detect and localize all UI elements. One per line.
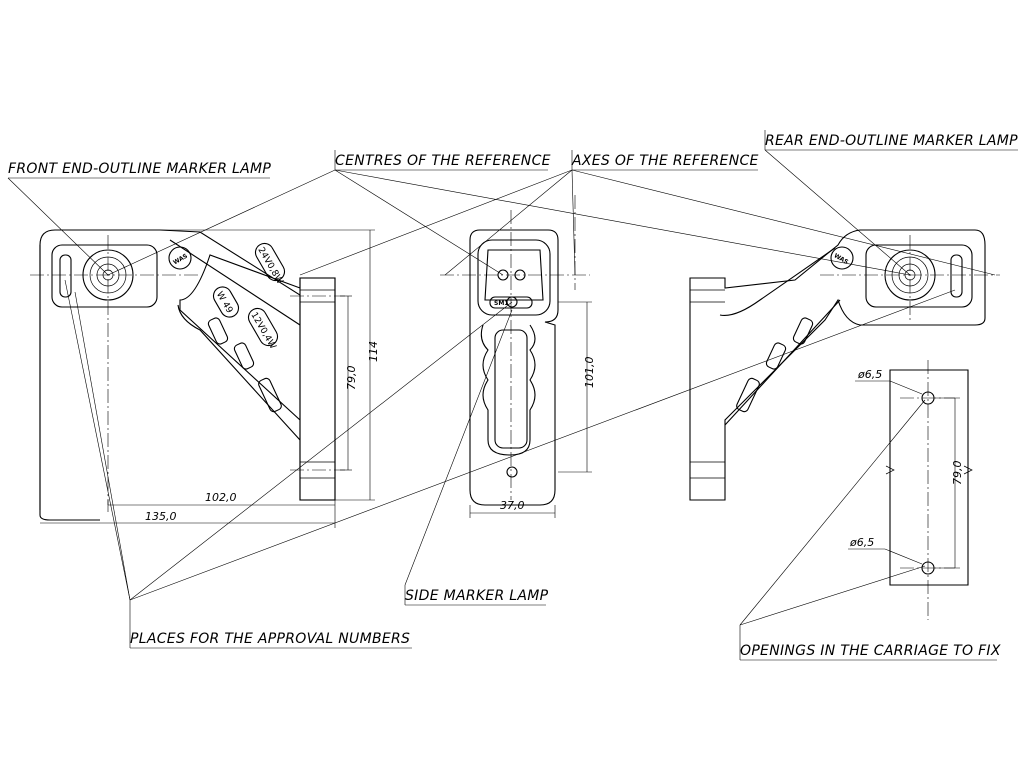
label-rear-lamp: REAR END-OUTLINE MARKER LAMP: [765, 133, 1018, 149]
dim-135: 135,0: [145, 510, 177, 523]
dim-114: 114: [367, 341, 380, 362]
dia-top: ø6,5: [857, 368, 882, 381]
dia-bottom: ø6,5: [849, 536, 874, 549]
dim-79-left: 79,0: [345, 366, 358, 391]
side-code-marking: SM1: [494, 300, 508, 307]
dim-37: 37,0: [500, 499, 525, 512]
labels: FRONT END-OUTLINE MARKER LAMP CENTRES OF…: [8, 130, 1018, 661]
side-lamp-view: SM1 37,0 101,0: [440, 195, 596, 518]
label-centres: CENTRES OF THE REFERENCE: [335, 153, 551, 169]
leader-lines: [7, 149, 996, 626]
label-approval: PLACES FOR THE APPROVAL NUMBERS: [130, 631, 410, 647]
front-lamp-view: WAS 24V0,8W 12V0,4W W 49 102,0: [30, 229, 380, 528]
label-axes: AXES OF THE REFERENCE: [571, 153, 759, 169]
voltage-24v-marking: 24V0,8W: [255, 246, 284, 286]
openings-detail: 79,0 ø6,5 ø6,5: [848, 360, 973, 620]
rear-lamp-view: WAS: [689, 229, 1000, 501]
label-front-lamp: FRONT END-OUTLINE MARKER LAMP: [8, 161, 271, 177]
front-brand-logo: WAS: [172, 253, 189, 267]
dim-102: 102,0: [205, 491, 237, 504]
rear-brand-logo: WAS: [833, 252, 850, 266]
dim-79-right: 79,0: [951, 461, 964, 486]
dim-101: 101,0: [583, 357, 596, 389]
label-side-lamp: SIDE MARKER LAMP: [405, 588, 549, 604]
label-openings: OPENINGS IN THE CARRIAGE TO FIX: [740, 643, 1001, 659]
voltage-12v-marking: 12V0,4W: [248, 311, 277, 351]
